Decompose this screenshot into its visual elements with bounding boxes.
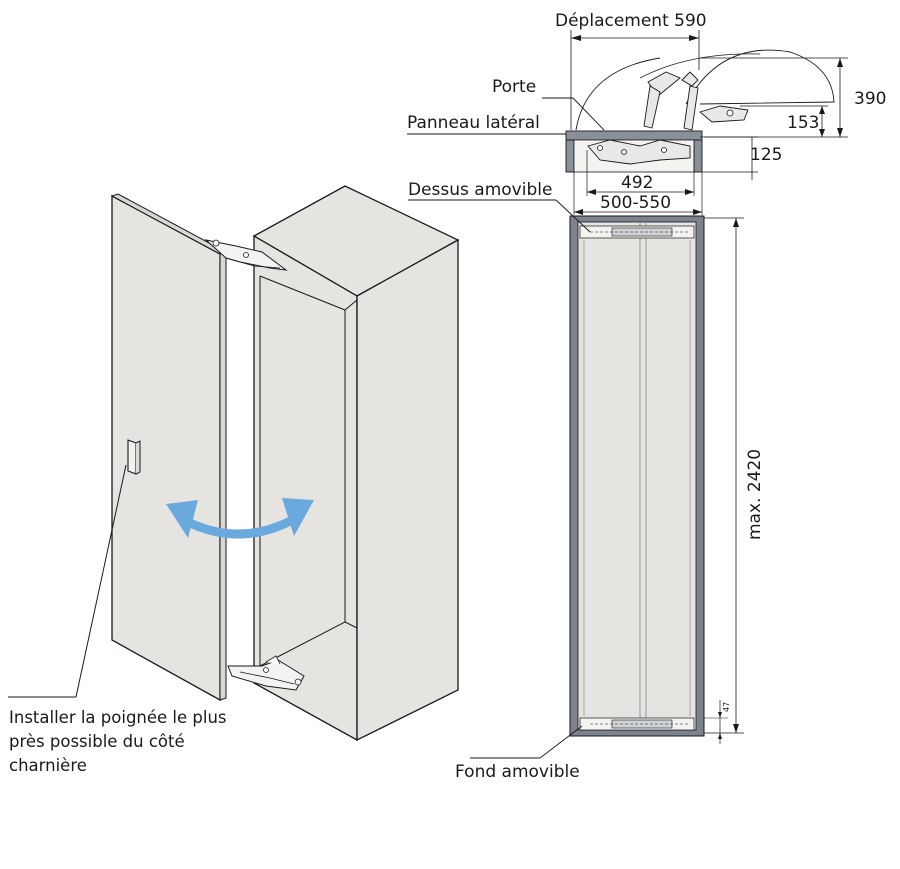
plan-view-diagram: Déplacement 590: [407, 11, 886, 215]
panneau-lateral-label: Panneau latéral: [407, 113, 540, 133]
side-panel-strip: [565, 130, 703, 141]
handle-leader-line: [75, 464, 127, 698]
dim-47: 47: [722, 702, 731, 712]
top-rail-icon: [579, 225, 695, 239]
door-side-edge: [219, 251, 227, 701]
porte-label: Porte: [492, 77, 536, 97]
dim-390: 390: [854, 89, 886, 109]
front-elevation-diagram: Dessus amovible Fond amovible max. 2420 …: [408, 180, 765, 782]
dessus-amovible-label: Dessus amovible: [408, 180, 552, 200]
door-swing-arc-1: [575, 57, 661, 131]
dim-492: 492: [621, 173, 653, 193]
fond-amovible-label: Fond amovible: [455, 762, 580, 782]
swing-arrow-icon: [166, 498, 314, 539]
installer-note-line2: près possible du côté: [9, 732, 185, 751]
cabinet-3d-illustration: Installer la poignée le plus près possib…: [8, 185, 460, 775]
installer-note-line3: charnière: [9, 756, 87, 775]
deplacement-label: Déplacement 590: [555, 11, 707, 31]
bottom-rail-icon: [579, 717, 695, 731]
dim-height: max. 2420: [745, 449, 765, 540]
installer-note-line1: Installer la poignée le plus: [9, 708, 227, 727]
dim-125: 125: [750, 145, 782, 165]
cabinet-inner-edge: [259, 275, 346, 667]
lower-mechanism-icon: [587, 139, 691, 165]
cabinet-side-panel: [356, 238, 459, 742]
door-swing-arc-2: [685, 49, 835, 105]
dim-153: 153: [787, 113, 819, 133]
bottom-hinge-icon: [227, 655, 305, 691]
mechanism-arms-icon: [643, 71, 749, 131]
top-hinge-icon: [204, 239, 288, 271]
dim-500-550: 500-550: [600, 193, 671, 213]
door-handle-icon: [127, 439, 141, 475]
